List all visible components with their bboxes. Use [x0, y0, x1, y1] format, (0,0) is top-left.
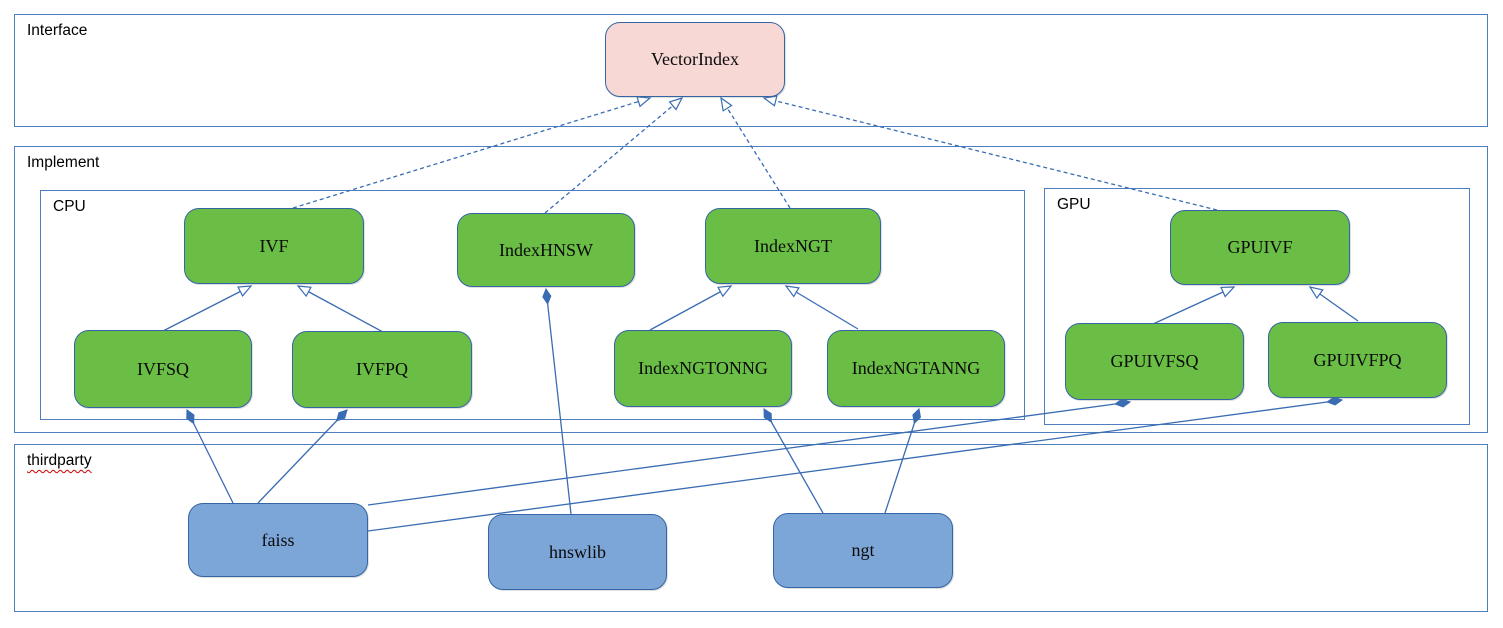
edge-indexngt-vectorindex	[720, 96, 791, 209]
edge-indexngtonng-indexngt	[649, 285, 733, 331]
edge-ivfsq-ivf	[162, 285, 253, 332]
node-ngt: ngt	[773, 513, 953, 588]
node-indexngt-label: IndexNGT	[754, 235, 832, 256]
edge-gpuivfpq-gpuivf	[1308, 286, 1359, 322]
node-vectorindex: VectorIndex	[605, 22, 785, 97]
node-ivfpq-label: IVFPQ	[355, 359, 408, 379]
node-indexhnsw-label: IndexHNSW	[499, 239, 593, 260]
node-indexngt: IndexNGT	[705, 208, 881, 284]
edge-faiss-ivfsq	[186, 409, 234, 504]
node-gpuivfpq-label: GPUIVFPQ	[1313, 349, 1402, 370]
node-gpuivf: GPUIVF	[1170, 210, 1350, 285]
node-ivfpq: IVFPQ	[292, 331, 472, 408]
edge-faiss-ivfpq	[257, 409, 348, 504]
node-gpuivfsq-label: GPUIVFSQ	[1110, 351, 1199, 371]
node-ngt-label: ngt	[851, 540, 875, 560]
edge-gpuivf-vectorindex	[762, 95, 1218, 211]
edge-faiss-gpuivfsq	[367, 398, 1132, 506]
section-thirdparty-label: thirdparty	[27, 452, 92, 469]
section-thirdparty: thirdparty	[14, 444, 1488, 612]
edge-faiss-gpuivfpq	[367, 396, 1344, 532]
node-ivfsq-label: IVFSQ	[136, 358, 189, 379]
node-indexngtanng: IndexNGTANNG	[827, 330, 1005, 407]
node-vectorindex-label: VectorIndex	[651, 49, 739, 69]
node-indexhnsw: IndexHNSW	[457, 213, 635, 287]
node-faiss: faiss	[188, 503, 368, 577]
node-gpuivfpq: GPUIVFPQ	[1268, 322, 1447, 398]
edge-hnswlib-indexhnsw	[542, 287, 572, 515]
edge-ivfpq-ivf	[296, 285, 384, 333]
section-interface-label: Interface	[27, 22, 88, 39]
node-gpuivfsq: GPUIVFSQ	[1065, 323, 1244, 400]
node-ivfsq: IVFSQ	[74, 330, 252, 408]
edge-indexhnsw-vectorindex	[544, 96, 684, 214]
node-hnswlib: hnswlib	[488, 514, 667, 590]
edge-gpuivfsq-gpuivf	[1152, 286, 1236, 325]
node-indexngtanng-label: IndexNGTANNG	[851, 358, 981, 378]
node-indexngtonng-label: IndexNGTONNG	[638, 358, 768, 378]
node-ivf: IVF	[184, 208, 364, 284]
node-ivf-label: IVF	[259, 235, 289, 256]
section-cpu: CPU	[40, 190, 1025, 420]
node-hnswlib-label: hnswlib	[548, 541, 606, 562]
section-interface: Interface	[14, 14, 1488, 127]
section-implement-label: Implement	[27, 154, 100, 171]
node-indexngtonng: IndexNGTONNG	[614, 330, 792, 407]
edge-ivf-vectorindex	[292, 96, 652, 209]
section-cpu-label: CPU	[53, 198, 86, 215]
section-gpu: GPU	[1044, 188, 1470, 425]
edge-ngt-indexngtanng	[884, 407, 922, 514]
node-faiss-label: faiss	[261, 529, 295, 550]
edge-ngt-indexngtonng	[763, 408, 824, 514]
node-gpuivf-label: GPUIVF	[1227, 237, 1293, 257]
edge-indexngtanng-indexngt	[784, 285, 859, 330]
section-gpu-label: GPU	[1057, 196, 1091, 213]
